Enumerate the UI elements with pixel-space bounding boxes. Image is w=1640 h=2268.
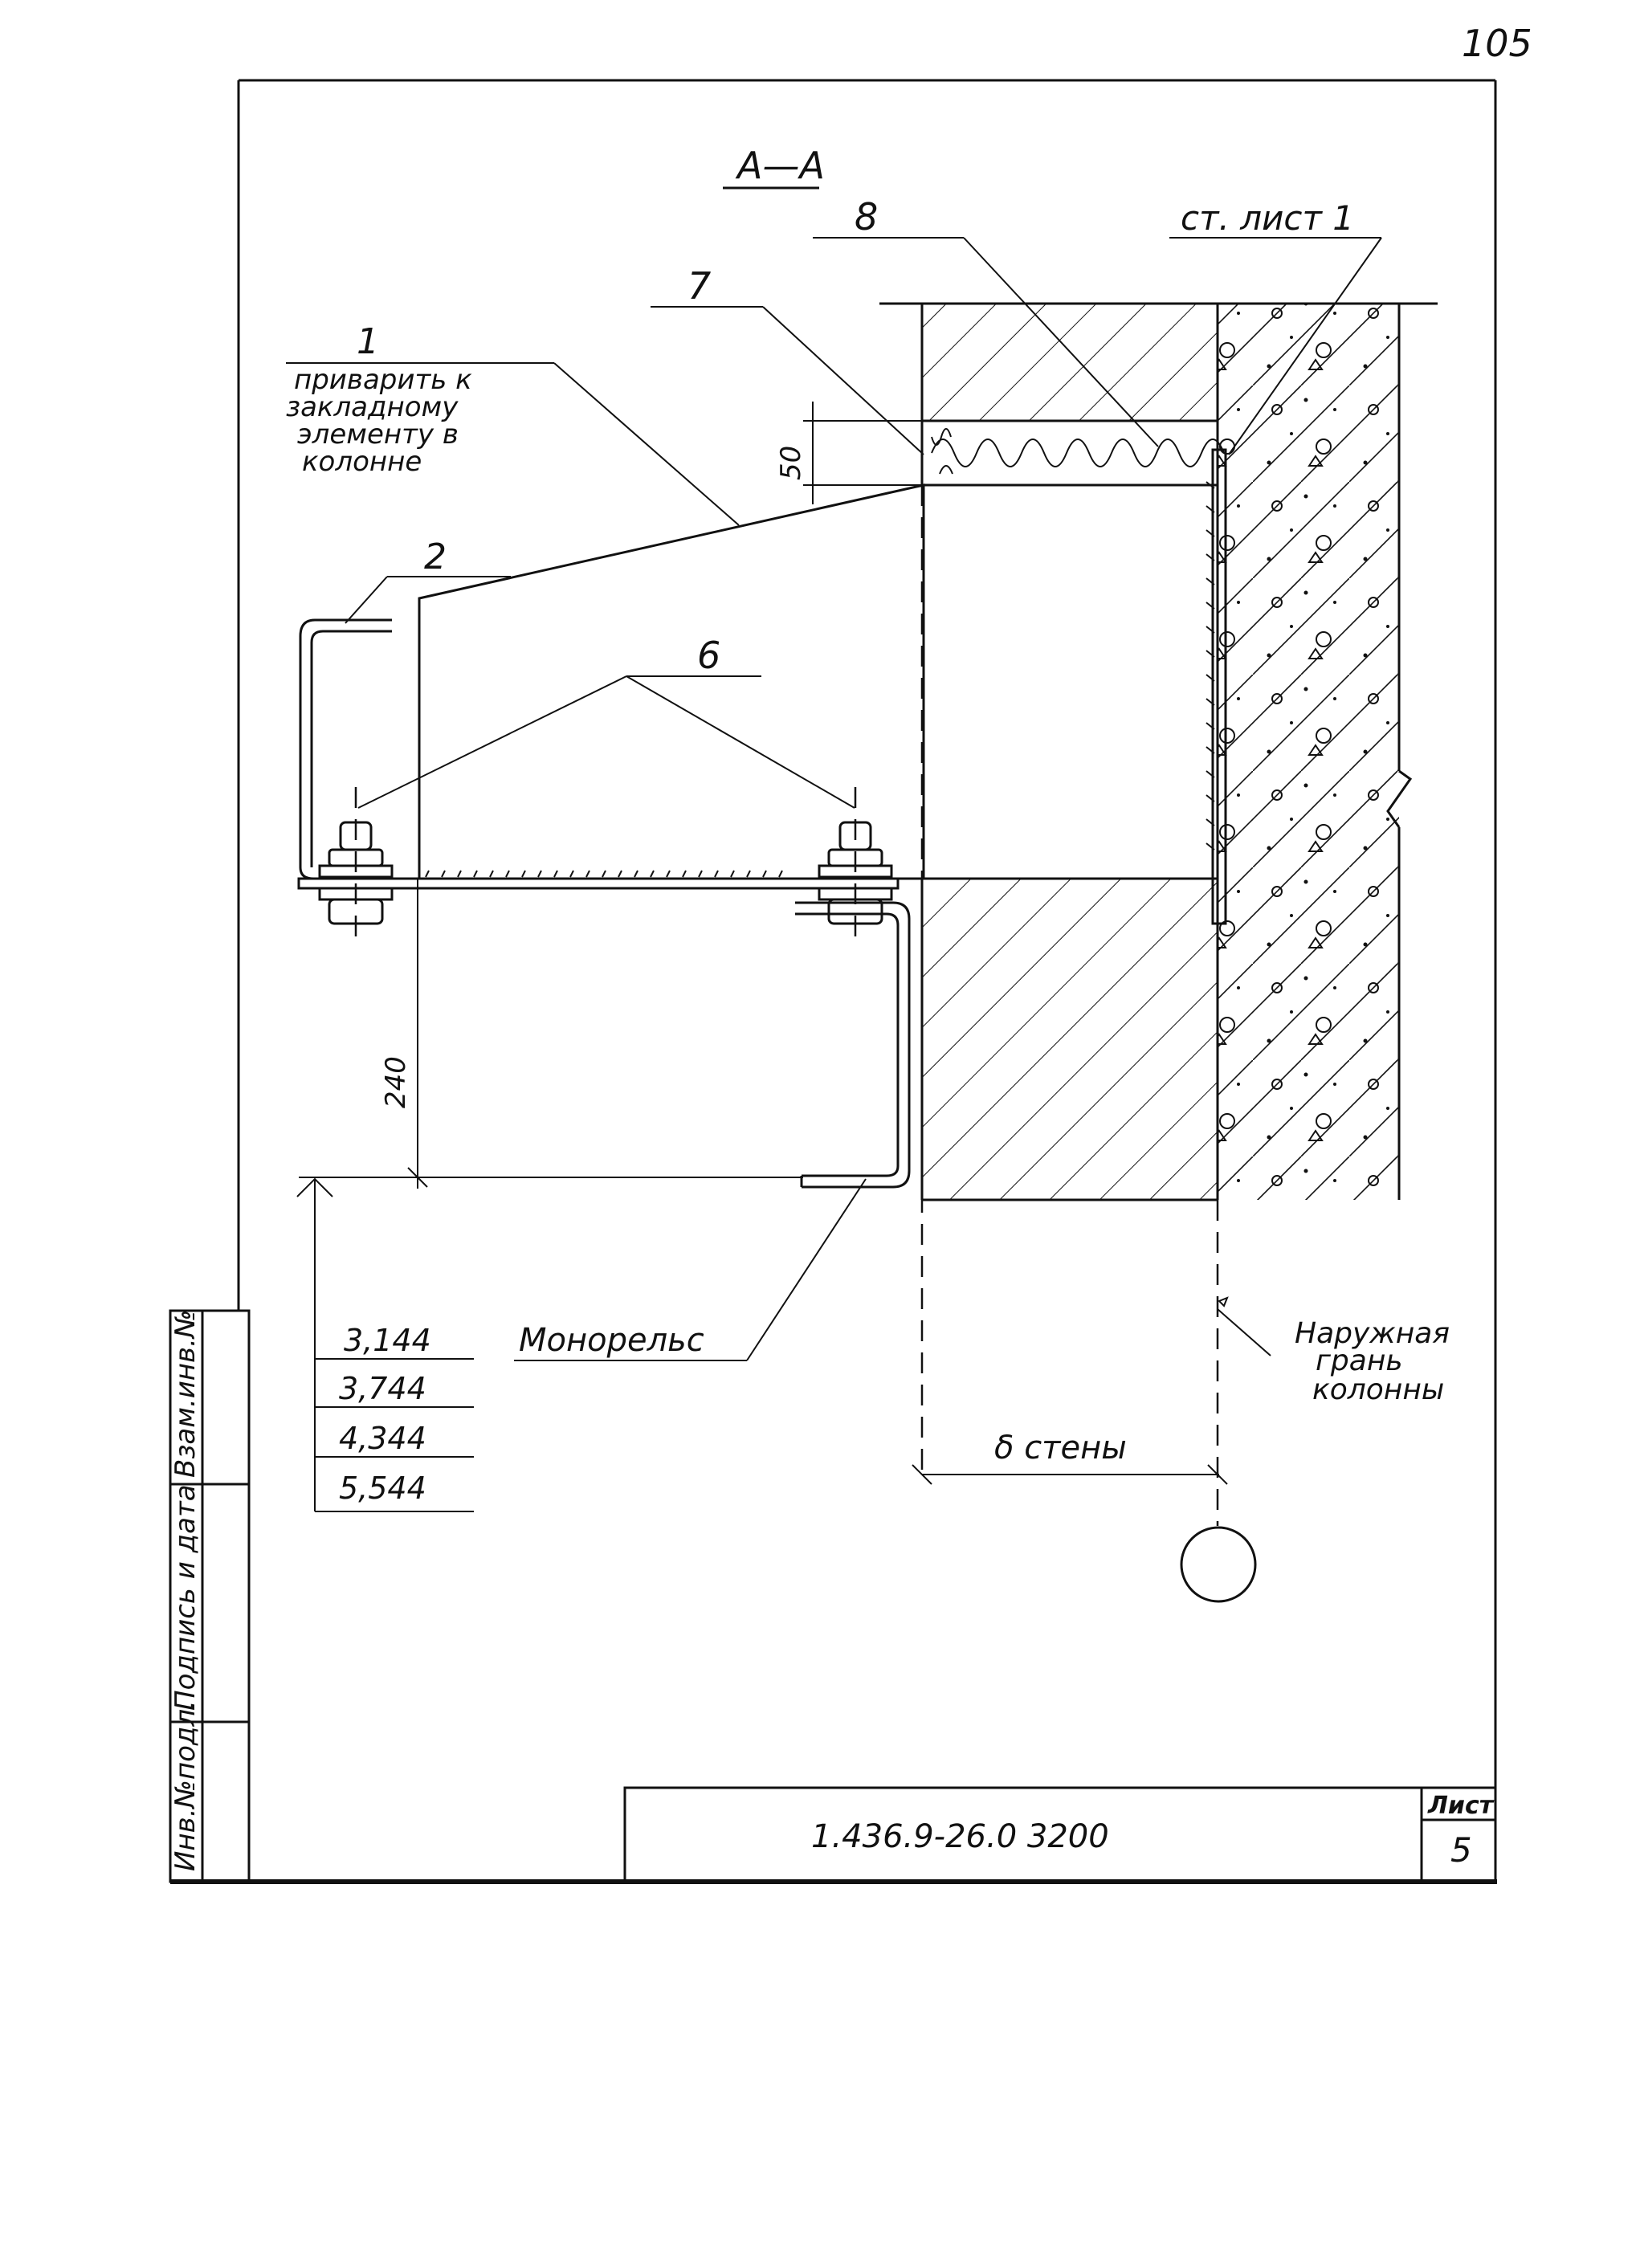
document-code: 1.436.9-26.0 3200 <box>811 1818 1109 1855</box>
callout-6: 6 <box>357 634 855 809</box>
section-label: А—А <box>735 144 825 187</box>
svg-text:1: 1 <box>357 321 379 362</box>
elevation-marks: 3,144 3,744 4,344 5,544 <box>296 1177 474 1512</box>
svg-text:Монорельс: Монорельс <box>519 1322 704 1359</box>
side-stamp: Инв.№подл. Подпись и дата Взам.инв.№ <box>169 1309 251 1883</box>
callout-7: 7 <box>651 264 924 455</box>
svg-text:6: 6 <box>697 634 720 677</box>
brick-wall-lower <box>920 877 1218 1201</box>
monorail-channel <box>795 901 911 1189</box>
bolt-right <box>818 787 893 948</box>
svg-text:7: 7 <box>687 264 711 308</box>
svg-text:ст. лист 1: ст. лист 1 <box>1181 198 1354 238</box>
callout-ref-sheet: ст. лист 1 <box>1169 198 1382 455</box>
svg-text:δ стены: δ стены <box>994 1430 1127 1466</box>
concrete-column <box>1216 304 1413 1200</box>
elevation-3: 4,344 <box>339 1421 426 1456</box>
svg-text:2: 2 <box>424 536 447 577</box>
callout-8: 8 <box>813 195 1159 447</box>
elevation-1: 3,144 <box>344 1323 431 1358</box>
callout-monorail: Монорельс <box>514 1178 867 1361</box>
elevation-2: 3,744 <box>339 1371 426 1406</box>
svg-text:8: 8 <box>855 195 878 239</box>
stamp-inventory-no: Инв.№подл. <box>169 1700 202 1871</box>
sheet-number-top: 105 <box>1462 22 1532 65</box>
outer-face-line1: Наружная <box>1295 1317 1450 1350</box>
callout-2: 2 <box>345 536 511 624</box>
brick-wall-upper <box>879 302 1438 421</box>
dimension-50: 50 <box>775 402 924 504</box>
svg-text:50: 50 <box>775 446 807 480</box>
bolt-left <box>318 787 394 948</box>
axis-marker-circle <box>1180 1526 1257 1603</box>
stamp-replacement-no: Взам.инв.№ <box>169 1310 202 1478</box>
dimension-240: 240 <box>299 879 803 1189</box>
base-plate <box>297 877 900 890</box>
title-block: 1.436.9-26.0 3200 Лист 5 <box>623 1786 1497 1883</box>
bracket-plate <box>418 483 925 880</box>
sheet-label: Лист <box>1427 1792 1495 1820</box>
dimension-wall-thickness: δ стены <box>912 1430 1228 1485</box>
callout-1-note-line4: колонне <box>302 446 422 478</box>
svg-text:240: 240 <box>380 1056 412 1108</box>
outer-face-line3: колонны <box>1312 1373 1444 1406</box>
callout-1-note-line2: закладному <box>286 391 459 423</box>
callout-outer-face: Наружная грань колонны <box>1217 1296 1450 1406</box>
hook-left <box>299 618 392 880</box>
sheet-value: 5 <box>1450 1830 1472 1870</box>
insulation-layer <box>920 419 1225 487</box>
callout-1-note-line1: приварить к <box>294 364 472 396</box>
outer-face-line2: грань <box>1316 1344 1403 1377</box>
stamp-signature-date: Подпись и дата <box>169 1484 202 1711</box>
callout-1-note-line3: элементу в <box>297 418 459 451</box>
embedded-plate <box>1206 448 1227 925</box>
callout-1: 1 приварить к закладному элементу в коло… <box>286 321 740 526</box>
elevation-4: 5,544 <box>339 1471 426 1506</box>
